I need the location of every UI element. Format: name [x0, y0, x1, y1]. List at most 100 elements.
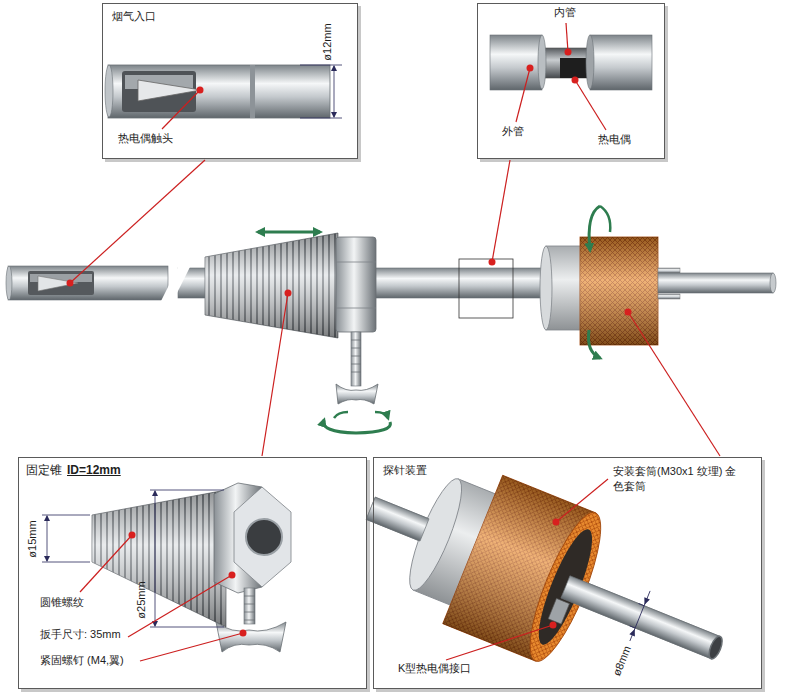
tube-callout: 内管外管热电偶 — [477, 3, 665, 159]
probe-rod — [561, 576, 720, 659]
leader-dot — [527, 65, 534, 72]
break-gap — [160, 263, 192, 303]
dimension-line — [155, 491, 156, 626]
part-label: 扳手尺寸: 35mm — [40, 627, 121, 642]
leader-line — [628, 312, 720, 456]
nut-edge — [336, 262, 376, 263]
cone-shade — [92, 490, 226, 627]
cone-callout: 固定锥ID=12mmø15mmø25mm圆锥螺纹扳手尺寸: 35mm紧固螺钉 (… — [18, 457, 367, 689]
dimension-line — [47, 516, 48, 561]
part-label: K型热电偶接口 — [398, 661, 471, 676]
part-label: 热电偶 — [598, 132, 631, 147]
leader-line — [516, 68, 530, 122]
hex-nut-face — [234, 487, 291, 587]
cone-thread — [205, 233, 338, 338]
extension-line — [300, 118, 342, 119]
tube-detail — [490, 35, 652, 90]
cone-shade — [205, 233, 338, 338]
extension-line — [150, 490, 224, 491]
k-connector — [548, 598, 569, 624]
extension-line — [150, 627, 224, 628]
leader-line — [70, 160, 205, 283]
extension-line — [42, 562, 90, 563]
leader-dot — [285, 290, 292, 297]
leader-dot — [625, 309, 632, 316]
leader-dot — [489, 259, 496, 266]
screw-thread — [244, 596, 255, 620]
box-ground — [373, 457, 762, 689]
detail-frame — [459, 259, 513, 318]
leader-line — [566, 23, 568, 52]
rotate-arrow — [588, 330, 600, 358]
dimension-tick — [630, 604, 645, 629]
outer-tube-rim — [538, 35, 546, 89]
leader-line — [162, 90, 200, 129]
part-label: 安装套筒(M30x1 纹理) 金色套筒 — [613, 464, 741, 494]
leader-dot — [565, 49, 572, 56]
turn-arrow-top — [334, 412, 348, 418]
slide-arrow — [258, 231, 320, 234]
dimension-label: ø15mm — [25, 520, 40, 557]
sleeve-shade — [580, 237, 658, 345]
box-ground — [102, 3, 358, 159]
inlet-callout: 烟气入口 ø12mm 热电偶触头 — [102, 3, 358, 159]
collar-face — [540, 246, 552, 330]
tube-end — [105, 65, 113, 117]
leader-line — [556, 479, 608, 522]
mount-detail — [341, 434, 750, 695]
probe-tip-tube — [8, 266, 168, 300]
leader-dot — [67, 280, 74, 287]
rotate-arrow — [589, 206, 600, 250]
outer-tube-rim — [586, 35, 594, 89]
inner-tube — [538, 48, 594, 78]
mount-callout: 探针装置 安装套筒(M30x1 纹理) 金色套筒 ø8mm K型热电偶接口 — [373, 457, 762, 689]
hex-nut — [336, 237, 376, 332]
tube-groove — [250, 65, 255, 118]
motion-arrows — [258, 206, 610, 433]
leader-line — [575, 80, 606, 130]
leader-lines — [70, 23, 720, 661]
part-label: 热电偶触头 — [118, 131, 173, 146]
callout-heading: 烟气入口 — [112, 9, 156, 24]
part-label: 圆锥螺纹 — [40, 595, 84, 610]
dimension-label: ø12mm — [320, 23, 335, 60]
box-ground — [477, 3, 665, 159]
wing-screw — [336, 384, 378, 404]
probe — [6, 233, 776, 404]
callout-heading: ID=12mm — [67, 463, 121, 478]
dimension-head — [629, 597, 650, 636]
dimension-label: ø8mm — [609, 644, 635, 679]
outer-tube — [490, 35, 542, 90]
nut-bore — [246, 519, 282, 555]
rod-end-face — [707, 635, 725, 661]
screw-shaft — [351, 332, 361, 386]
leader-dot — [550, 622, 557, 629]
screw-shaft — [244, 588, 255, 624]
leader-dot — [197, 87, 204, 94]
rod-end-face — [770, 273, 776, 293]
outer-tube — [590, 35, 652, 90]
cone-detail — [42, 483, 291, 652]
leader-line — [128, 575, 232, 637]
leader-line — [492, 160, 510, 262]
extension-line — [42, 515, 90, 516]
part-label: 紧固螺钉 (M4,翼) — [40, 653, 124, 668]
leader-dot — [240, 630, 247, 637]
part-label: 外管 — [502, 124, 524, 139]
inlet-detail — [105, 65, 342, 118]
screw-thread — [351, 340, 361, 372]
callout-grounds — [18, 3, 765, 692]
leader-dots — [67, 49, 632, 637]
callout-heading: 探针装置 — [383, 463, 427, 478]
inlet-slot — [28, 271, 94, 295]
probe-rod — [366, 497, 429, 541]
leader-dot — [229, 572, 236, 579]
thermocouple-wire — [560, 58, 588, 78]
dimension-lines — [300, 65, 342, 118]
turn-arrow — [324, 420, 391, 433]
nut-edge — [336, 308, 376, 309]
turn-arrow-top — [375, 412, 388, 418]
leader-dot — [553, 519, 560, 526]
